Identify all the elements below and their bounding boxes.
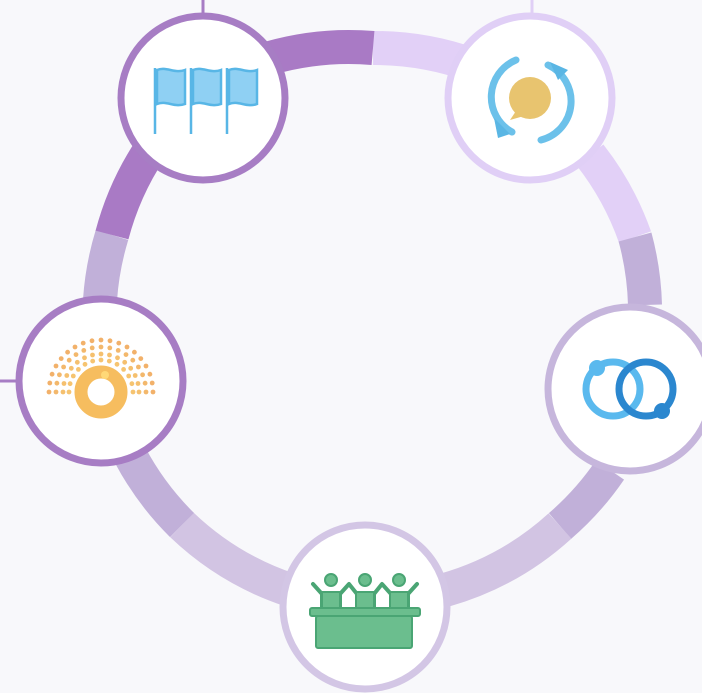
seat-dot <box>115 355 120 361</box>
seat-dot <box>128 365 134 371</box>
seat-dot <box>49 371 55 377</box>
ring-segment-5 <box>440 513 572 607</box>
seat-dot <box>89 338 95 344</box>
seat-dot <box>149 380 155 386</box>
seat-dot <box>98 351 104 357</box>
seat-dot <box>61 364 66 370</box>
seat-dot <box>147 371 153 377</box>
ring-segment-4 <box>548 460 625 539</box>
seat-dot <box>74 359 80 365</box>
seat-dot <box>67 381 73 387</box>
flags-icon <box>153 67 259 134</box>
seat-dot <box>82 355 87 361</box>
seat-dot <box>143 363 149 369</box>
seat-dot <box>66 389 72 395</box>
node-parliament <box>15 295 187 467</box>
seat-dot <box>47 380 53 386</box>
ring-segment-7 <box>114 446 195 538</box>
seat-dot <box>150 389 156 395</box>
seat-dot <box>80 340 86 346</box>
seat-dot <box>114 361 120 367</box>
seat-dot <box>46 389 52 395</box>
linked-rings-icon <box>582 358 677 420</box>
seat-dot <box>61 381 67 386</box>
connector-lines <box>0 0 534 383</box>
ring-segment-8 <box>83 230 129 302</box>
seat-dot <box>140 372 146 378</box>
node-circle <box>544 303 702 475</box>
seat-dot <box>98 344 104 350</box>
ring-segment-2 <box>576 144 652 243</box>
seat-dot <box>68 365 74 371</box>
seat-dot <box>130 389 136 395</box>
seat-dot <box>58 356 64 361</box>
seat-dot <box>142 380 148 386</box>
seat-dot <box>65 349 70 355</box>
seat-dot <box>130 357 136 363</box>
seat-dot <box>98 357 104 363</box>
node-flags <box>117 12 289 184</box>
seat-dot <box>66 357 72 363</box>
seat-dot <box>138 356 144 361</box>
seat-dot <box>136 364 141 370</box>
seat-dot <box>54 380 60 386</box>
seat-dot <box>90 358 96 364</box>
seat-dot <box>76 367 81 372</box>
seat-dot <box>73 352 79 357</box>
parliament-seats-icon <box>46 337 156 419</box>
seat-dot <box>143 389 149 395</box>
seat-dot <box>121 367 126 372</box>
seat-dot <box>115 348 121 353</box>
seat-dot <box>70 373 76 379</box>
ring-segment-10 <box>265 29 375 75</box>
seat-dot <box>129 381 135 387</box>
seat-dot <box>132 373 138 378</box>
assembly-podium-icon <box>309 573 421 649</box>
seat-dot <box>107 352 112 358</box>
seat-dot <box>135 381 141 386</box>
seat-dot <box>107 345 113 351</box>
seat-dot <box>64 373 70 378</box>
seat-donut <box>74 365 128 419</box>
seat-dot <box>53 389 59 395</box>
cycle-chat-icon <box>487 56 575 144</box>
seat-dot <box>126 373 132 379</box>
seat-highlight <box>101 371 109 379</box>
seat-dot <box>90 352 95 358</box>
node-circle <box>15 295 187 467</box>
seat-dot <box>124 344 130 350</box>
seat-dot <box>89 345 95 351</box>
seat-dot <box>72 344 78 350</box>
seat-dot <box>81 348 87 353</box>
seat-dot <box>98 337 104 343</box>
seat-dot <box>116 340 122 346</box>
seat-dot <box>132 349 137 355</box>
seat-dot <box>136 389 142 395</box>
seat-dot <box>122 359 128 365</box>
seat-dot <box>82 361 88 367</box>
node-assembly <box>279 521 451 693</box>
seat-dot <box>106 358 112 364</box>
seat-dot <box>60 389 66 395</box>
seat-dot <box>53 363 59 369</box>
seat-dot <box>57 372 62 378</box>
node-cycle-chat <box>444 12 616 184</box>
ring-segment-6 <box>170 512 296 607</box>
seat-dot <box>123 352 129 357</box>
ring-segment-3 <box>618 232 662 306</box>
seat-dot <box>107 338 113 344</box>
node-linked-rings <box>544 303 702 475</box>
